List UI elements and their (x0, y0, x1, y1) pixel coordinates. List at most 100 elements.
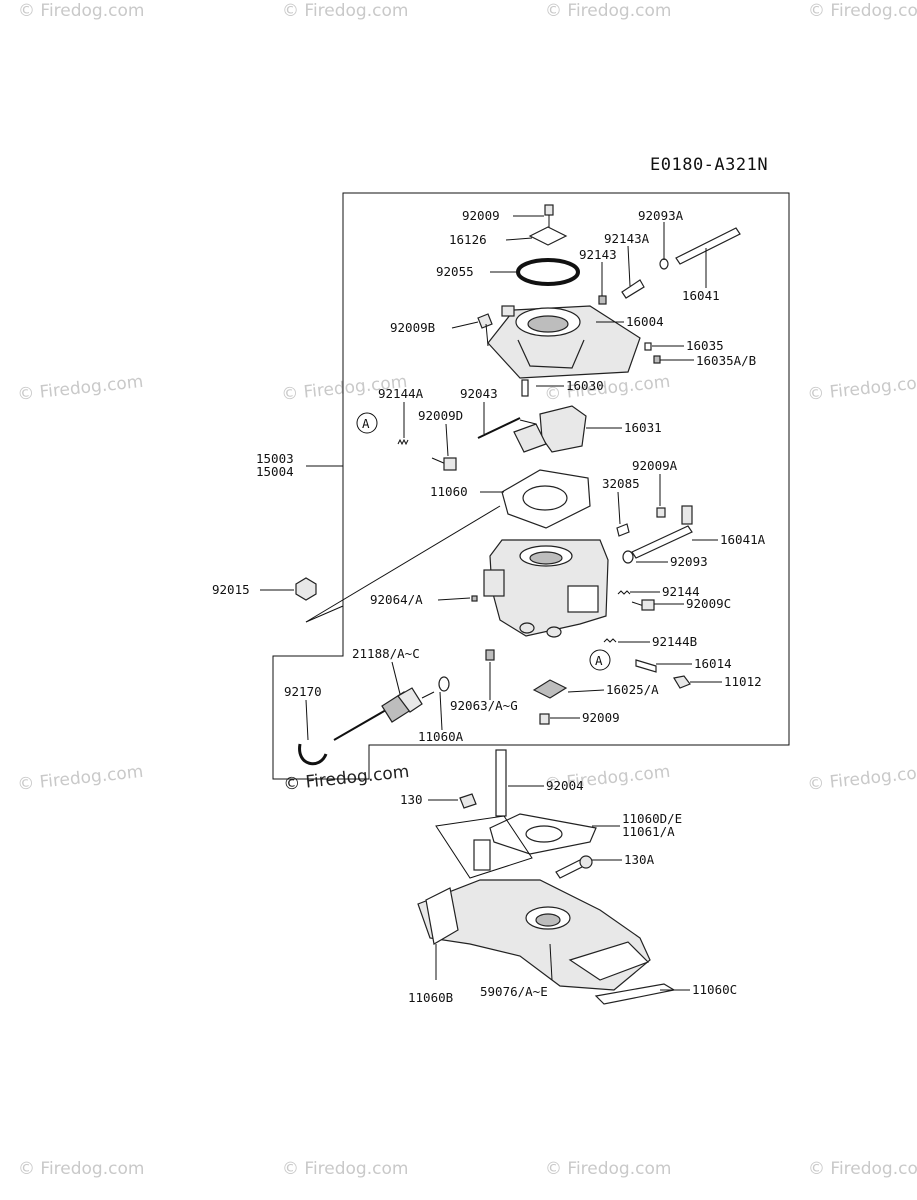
o-ring-92055 (516, 258, 580, 286)
intake-manifold-59076 (417, 839, 651, 991)
screw-92009-bottom (539, 713, 550, 725)
gasket-11060DE (489, 813, 597, 855)
part-label: 16035A/B (696, 353, 756, 368)
spring-92144A (397, 438, 409, 446)
watermark-text: © Firedog.com (808, 1, 917, 21)
part-labels: 92009 16126 92055 92093A 92143A 92143 16… (212, 208, 766, 1005)
part-label: 21188/A~C (352, 646, 420, 661)
pin-92143A (621, 279, 645, 299)
bolt-130A (555, 855, 593, 879)
pin-16030 (521, 379, 529, 397)
part-label: 11060D/E (622, 811, 682, 826)
part-label: 16004 (626, 314, 664, 329)
part-label: 11061/A (622, 824, 675, 839)
watermark-text: © Firedog.com (18, 1, 144, 21)
part-label: 92143A (604, 231, 650, 246)
watermark-text: © Firedog.com (806, 762, 917, 795)
screw-92009A (656, 507, 666, 518)
needle-16014 (635, 659, 657, 673)
part-label: 92043 (460, 386, 498, 401)
part-label: 92009C (686, 596, 731, 611)
part-label: 11060C (692, 982, 737, 997)
watermark-text: © Firedog.com (282, 1159, 408, 1179)
part-label: 16030 (566, 378, 604, 393)
part-label: 16041A (720, 532, 766, 547)
pin-92043 (477, 417, 521, 439)
shaft-16041A (631, 505, 693, 559)
part-label: 92004 (546, 778, 584, 793)
part-label: 92093 (670, 554, 708, 569)
leader-lines (260, 215, 722, 991)
callout-a-circle (356, 412, 378, 434)
watermark-text: © Firedog.com (543, 372, 671, 405)
callout-a-label: A (362, 416, 370, 431)
plug-92064A (471, 595, 478, 602)
part-label: 11012 (724, 674, 762, 689)
watermark-text: © Firedog.com (808, 1159, 917, 1179)
part-label: 92009D (418, 408, 463, 423)
shaft-16041 (675, 227, 741, 265)
part-label: 92009 (462, 208, 500, 223)
part-label: 92170 (284, 684, 322, 699)
clip-32085 (616, 523, 630, 537)
part-label: 16041 (682, 288, 720, 303)
part-label: 92063/A~G (450, 698, 518, 713)
screw-92009C (631, 599, 655, 611)
part-label: 16031 (624, 420, 662, 435)
stud-92004 (495, 749, 507, 817)
solenoid-21188 (333, 687, 435, 741)
gasket-11060 (501, 469, 591, 529)
part-label: 130A (624, 852, 655, 867)
part-label: 92064/A (370, 592, 423, 607)
part-label: 92144 (662, 584, 700, 599)
callout-a-circle (589, 649, 611, 671)
assembly-guide (435, 815, 533, 879)
part-label: 92143 (579, 247, 617, 262)
part-label: 16035 (686, 338, 724, 353)
carburetor-body-15003 (483, 539, 609, 638)
spring-92144B (603, 638, 617, 643)
part-label: 92015 (212, 582, 250, 597)
watermark-text: © Firedog.com (16, 762, 144, 795)
washer-92093A (659, 258, 669, 270)
part-label: 92009 (582, 710, 620, 725)
part-label: 16126 (449, 232, 487, 247)
cover-16126 (528, 226, 568, 246)
part-label: 92144A (378, 386, 424, 401)
part-label: 15004 (256, 464, 294, 479)
part-label: 92009B (390, 320, 435, 335)
watermark-text: © Firedog.com (545, 1, 671, 21)
part-label: 16014 (694, 656, 732, 671)
plug-92063 (485, 649, 495, 661)
spring-92143 (598, 295, 607, 305)
part-label: 11060A (418, 729, 464, 744)
nut-92015 (295, 577, 317, 601)
screw-16035 (644, 342, 652, 351)
part-label: 32085 (602, 476, 640, 491)
part-label: 11060B (408, 990, 453, 1005)
watermark-text: © Firedog.com (282, 1, 408, 21)
watermark-dark: © Firedog.com (282, 762, 410, 795)
part-label: 92144B (652, 634, 697, 649)
part-label: 92093A (638, 208, 684, 223)
screw-92009D (431, 457, 457, 471)
leader-frame-diag (305, 505, 501, 623)
part-label: 16025/A (606, 682, 659, 697)
part-label: 15003 (256, 451, 294, 466)
watermark-text: © Firedog.com (16, 372, 144, 405)
jet-11012 (673, 675, 691, 689)
screw-16035AB (653, 355, 661, 364)
callout-a-label: A (595, 653, 603, 668)
spring-92144 (617, 590, 631, 595)
clamp-92170 (298, 743, 328, 766)
upper-body-16004 (487, 305, 641, 379)
float-16031 (513, 405, 587, 453)
watermark-text: © Firedog.com (545, 1159, 671, 1179)
screw-92009B (477, 313, 493, 347)
plate-16025A (532, 679, 568, 699)
part-label: 92009A (632, 458, 678, 473)
carburetor-assembly-frame (272, 192, 790, 780)
bolt-130 (459, 793, 477, 809)
watermark-text: © Firedog.com (18, 1159, 144, 1179)
